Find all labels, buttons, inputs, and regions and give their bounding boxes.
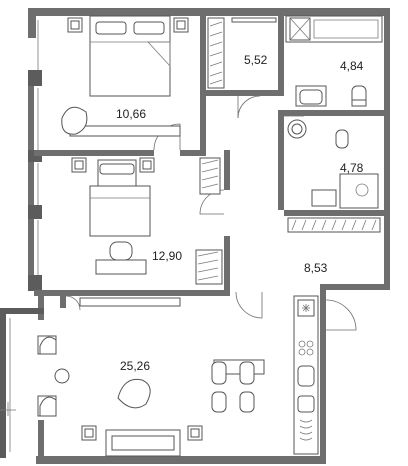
desk-1 (69, 125, 181, 137)
area-label-bedroom-2: 12,90 (152, 249, 183, 263)
area-label-hall: 8,53 (304, 261, 328, 275)
area-label-bedroom-1: 10,66 (116, 107, 147, 121)
bedroom-1-furniture (61, 15, 189, 137)
area-label-bathroom-1: 4,84 (340, 59, 364, 73)
bed-2 (89, 185, 151, 237)
toilet-2 (335, 129, 349, 149)
coffee-table (117, 378, 151, 409)
area-label-wardrobe-1: 5,52 (244, 53, 268, 67)
desk-2 (95, 259, 147, 275)
wardrobe-1-furniture (207, 17, 277, 89)
shower (339, 173, 379, 209)
washer (311, 189, 337, 207)
side-table (54, 368, 70, 384)
area-label-bathroom-2: 4,78 (340, 161, 364, 175)
outer-walls (0, 8, 390, 464)
chair-2 (109, 241, 133, 261)
hall-wardrobe (287, 217, 381, 233)
bathroom-2-fixtures (287, 119, 379, 209)
bathroom-1-fixtures (285, 15, 383, 107)
bedroom-2-furniture (71, 157, 223, 307)
armchair-1 (61, 106, 88, 135)
living-kitchen-furniture (37, 295, 319, 457)
area-label-living-kitchen: 25,26 (120, 359, 151, 373)
interior-walls (34, 12, 384, 308)
